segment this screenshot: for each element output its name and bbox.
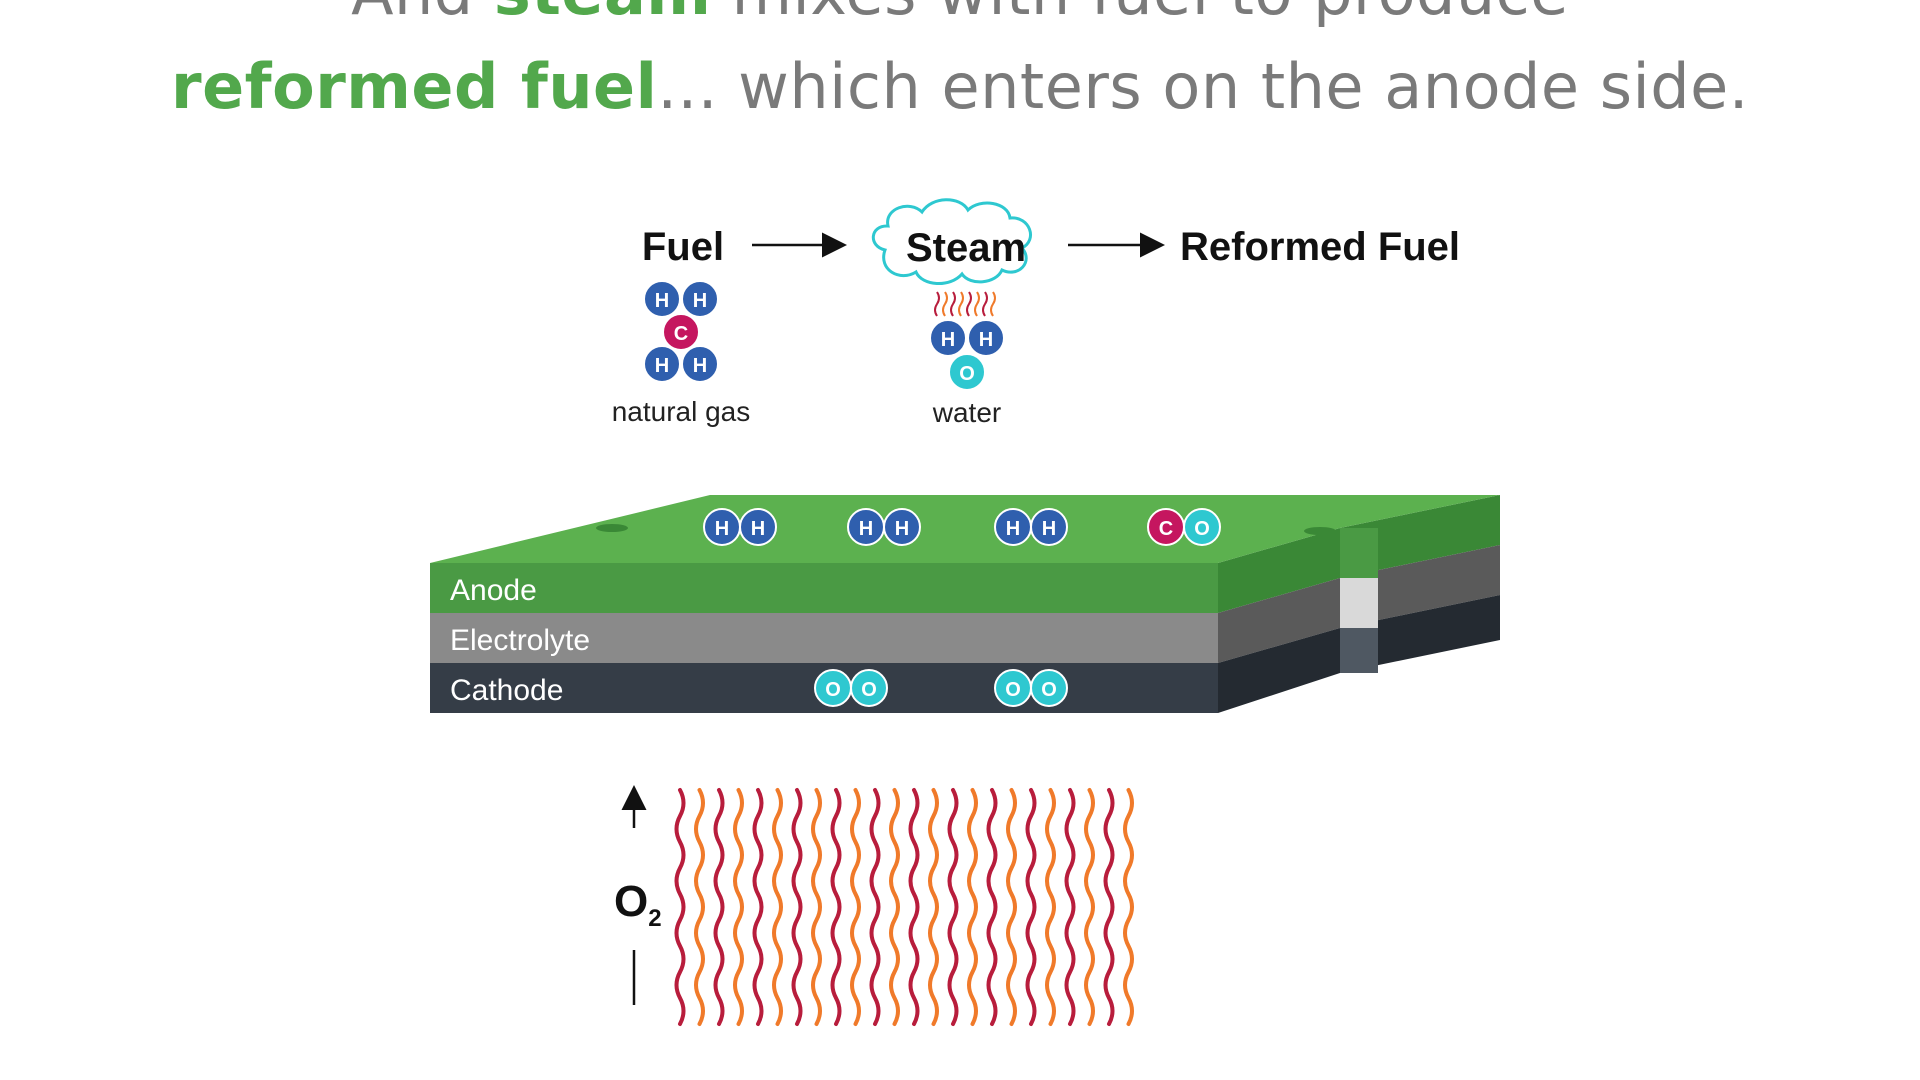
heat-wave-line <box>1103 788 1115 1026</box>
heat-wave-line <box>869 788 881 1026</box>
cathode-molecules: O O O O <box>814 669 1068 707</box>
heat-wave-line <box>811 788 822 1026</box>
svg-text:O: O <box>959 363 975 385</box>
oxygen-molecule: O O <box>814 669 888 707</box>
heat-wave-line <box>1006 788 1017 1026</box>
svg-text:H: H <box>895 518 909 540</box>
svg-text:H: H <box>1006 518 1020 540</box>
svg-text:C: C <box>1159 518 1173 540</box>
heat-wave-line <box>791 788 803 1026</box>
water-molecule: H H O water <box>929 319 1005 428</box>
heat-wave-line <box>928 788 939 1026</box>
steam-waves-small <box>934 291 996 317</box>
svg-text:H: H <box>655 290 669 312</box>
svg-text:H: H <box>693 290 707 312</box>
heat-wave-line <box>986 788 998 1026</box>
svg-text:O: O <box>1194 518 1210 540</box>
oxygen-molecule: O O <box>994 669 1068 707</box>
heat-wave-line <box>850 788 861 1026</box>
anode-top-face <box>430 495 1500 563</box>
heat-wave-line <box>830 788 842 1026</box>
notch-electrolyte <box>1340 578 1378 628</box>
atom-h: H <box>929 319 967 357</box>
svg-text:H: H <box>655 355 669 377</box>
heat-wave-line <box>1064 788 1076 1026</box>
svg-text:C: C <box>674 323 688 345</box>
hydrogen-molecule: H H <box>994 508 1068 546</box>
svg-text:H: H <box>715 518 729 540</box>
steam-cloud-icon <box>871 198 1032 285</box>
atom-h: H <box>967 319 1005 357</box>
heat-wave-line <box>889 788 900 1026</box>
anode-molecules: H H H H H H C O <box>703 508 1221 546</box>
headline-reformed-fuel-emphasis: reformed fuel <box>171 50 658 123</box>
electrolyte-layer <box>430 613 1218 663</box>
heat-wave-line <box>694 788 705 1026</box>
headline-line-2: reformed fuel... which enters on the ano… <box>0 50 1920 123</box>
heat-wave-line <box>1025 788 1037 1026</box>
headline-line2-post: ... which enters on the anode side. <box>657 50 1749 123</box>
svg-text:H: H <box>979 329 993 351</box>
natural-gas-caption: natural gas <box>612 396 751 427</box>
atom-h: H <box>643 345 681 383</box>
carbon-monoxide-molecule: C O <box>1147 508 1221 546</box>
atom-h: H <box>643 280 681 318</box>
headline-line1-pre: And <box>351 0 494 29</box>
fuel-cell-stack: Anode Electrolyte Cathode <box>430 495 1500 713</box>
methane-molecule: H H H H C natural gas <box>612 280 751 427</box>
svg-text:H: H <box>1042 518 1056 540</box>
flow-reformed-fuel-label: Reformed Fuel <box>1180 225 1460 269</box>
hydrogen-molecule: H H <box>703 508 777 546</box>
anode-layer <box>430 563 1218 613</box>
anode-label: Anode <box>450 574 537 607</box>
heat-wave-line <box>713 788 725 1026</box>
oxygen-label: O2 <box>614 877 662 932</box>
svg-text:O: O <box>825 679 841 701</box>
heat-wave-line <box>772 788 783 1026</box>
right-face-cathode <box>1218 628 1340 713</box>
svg-text:H: H <box>941 329 955 351</box>
svg-text:H: H <box>751 518 765 540</box>
heat-wave-line <box>908 788 920 1026</box>
atom-o: O <box>948 353 986 391</box>
right-face-electrolyte <box>1218 578 1340 663</box>
headline-line-1: And steam mixes with fuel to produce <box>0 0 1920 29</box>
headline-steam-emphasis: steam <box>494 0 712 29</box>
side-electrolyte <box>1340 545 1500 628</box>
atom-h: H <box>681 345 719 383</box>
hydrogen-molecule: H H <box>847 508 921 546</box>
water-caption: water <box>932 397 1001 428</box>
heat-wave-line <box>752 788 764 1026</box>
svg-text:O: O <box>1005 679 1021 701</box>
heat-wave-line <box>947 788 959 1026</box>
flow-steam-label: Steam <box>906 226 1026 270</box>
electrolyte-label: Electrolyte <box>450 624 590 657</box>
heat-waves-icon <box>674 788 1134 1026</box>
svg-text:O: O <box>1041 679 1057 701</box>
svg-text:H: H <box>859 518 873 540</box>
heat-wave-line <box>1084 788 1095 1026</box>
svg-text:H: H <box>693 355 707 377</box>
heat-wave-line <box>1045 788 1056 1026</box>
notch-cathode <box>1340 628 1378 673</box>
right-face-anode <box>1218 528 1340 613</box>
notch-anode <box>1340 528 1378 578</box>
heat-wave-line <box>1123 788 1134 1026</box>
heat-wave-line <box>733 788 744 1026</box>
cathode-label: Cathode <box>450 674 563 707</box>
flow-fuel-label: Fuel <box>642 225 724 269</box>
atom-c: C <box>662 313 700 351</box>
atom-h: H <box>681 280 719 318</box>
svg-text:O: O <box>861 679 877 701</box>
air-inflow: O2 <box>614 785 1134 1026</box>
headline-line1-post: mixes with fuel to produce <box>711 0 1569 29</box>
heat-wave-line <box>967 788 978 1026</box>
heat-wave-line <box>674 788 686 1026</box>
process-flow: Fuel Steam Reformed Fuel <box>642 198 1460 285</box>
side-anode <box>1340 495 1500 578</box>
side-cathode <box>1340 595 1500 673</box>
